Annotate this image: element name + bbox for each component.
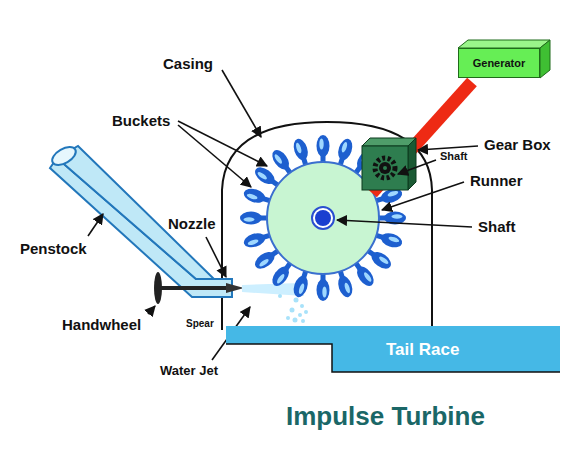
water-drop (293, 318, 298, 323)
spear-rod (158, 286, 230, 290)
water-drop (286, 316, 290, 320)
bucket (317, 135, 330, 162)
node-label: Generator (473, 57, 526, 70)
part-label: Buckets (112, 112, 170, 129)
gearbox-top (362, 138, 416, 146)
water-drop (304, 310, 308, 314)
node-label: Tail Race (386, 340, 459, 360)
diagram-title: Impulse Turbine (286, 402, 485, 432)
leader-arrow (337, 220, 472, 227)
leader-arrow (222, 70, 261, 137)
penstock-pipe (57, 146, 214, 279)
gear-symbol (383, 166, 387, 170)
leader-arrow (88, 214, 103, 236)
generator-top (458, 40, 550, 48)
water-drop (278, 294, 282, 298)
gearbox-front (362, 146, 408, 190)
shaft-end (315, 210, 331, 226)
water-drop (290, 308, 295, 313)
leader-arrow (148, 306, 155, 314)
bucket (317, 274, 330, 301)
water-body (226, 326, 560, 372)
tail-race-band: Tail Race (226, 324, 560, 374)
part-label: Nozzle (168, 215, 216, 232)
gear-symbol (375, 158, 395, 178)
water-drop (301, 319, 305, 323)
part-label: Shaft (478, 218, 516, 235)
generator-box: Generator (458, 48, 540, 78)
casing-outline (222, 122, 432, 330)
bucket (242, 229, 272, 250)
penstock-opening (49, 143, 79, 168)
water-drop (294, 298, 299, 303)
water-spray (278, 294, 308, 323)
part-label: Runner (470, 172, 523, 189)
gearbox-side (408, 138, 416, 190)
shaft-end (312, 207, 334, 229)
bucket (242, 186, 272, 207)
bucket (291, 269, 312, 299)
bucket (240, 212, 267, 225)
part-label: Handwheel (62, 316, 141, 333)
water-drop (300, 304, 304, 308)
leader-arrow (178, 121, 267, 166)
leader-arrow (178, 125, 251, 187)
gear-symbol (379, 162, 391, 174)
bucket (291, 137, 312, 167)
part-label: Penstock (20, 240, 87, 257)
water-drop (298, 313, 302, 317)
leader-arrow (398, 160, 436, 174)
leader-arrow (382, 182, 464, 210)
bucket (374, 229, 404, 250)
leader-arrow (418, 146, 478, 150)
leader-arrow (206, 237, 226, 277)
spear-tip (226, 283, 244, 293)
bucket (334, 269, 355, 299)
part-label: Casing (163, 55, 213, 72)
part-label: Spear (186, 318, 214, 330)
handwheel-symbol (154, 272, 162, 304)
generator-side (540, 40, 550, 78)
leader-lines (88, 70, 478, 360)
part-label: Water Jet (160, 364, 218, 379)
part-label: Shaft (440, 150, 468, 163)
bucket (334, 137, 355, 167)
part-label: Gear Box (484, 136, 551, 153)
